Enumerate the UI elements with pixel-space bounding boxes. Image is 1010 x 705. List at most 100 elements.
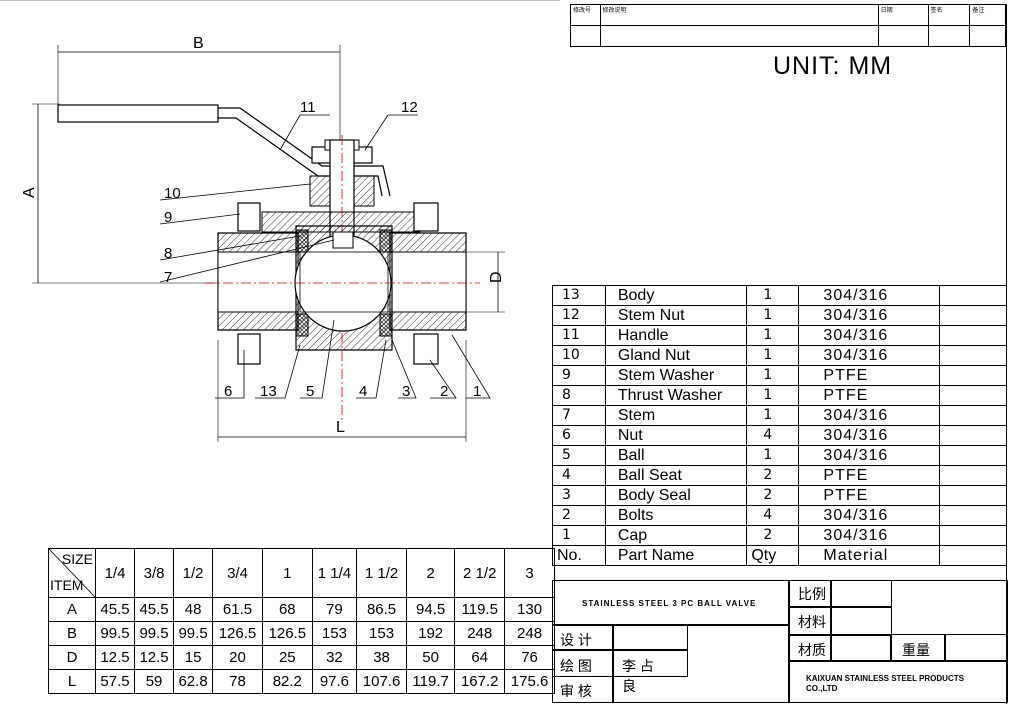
header-material: Material — [798, 545, 940, 566]
dim-a-label: A — [21, 187, 38, 198]
product-title: STAINLESS STEEL 3 PC BALL VALVE — [582, 599, 757, 608]
size-cell: 94.5 — [405, 597, 456, 622]
part-qty: 1 — [746, 325, 800, 346]
rev-col-number: 修改号 — [570, 4, 601, 26]
part-qty: 1 — [746, 365, 800, 386]
part-material: 304/316 — [798, 445, 940, 466]
part-number: 12 — [552, 305, 606, 326]
callout-7: 7 — [164, 269, 172, 286]
callout-10: 10 — [164, 185, 181, 202]
size-cell: 12.5 — [94, 645, 136, 670]
part-number: 3 — [552, 485, 606, 506]
part-number: 9 — [552, 365, 606, 386]
size-cell: 45.5 — [134, 597, 175, 622]
size-cell: 45.5 — [94, 597, 136, 622]
size-cell: 64 — [454, 645, 506, 670]
part-material: 304/316 — [798, 285, 940, 306]
corner-item-label: ITEM — [50, 577, 84, 593]
part-material: PTFE — [798, 365, 940, 386]
part-qty: 1 — [746, 305, 800, 326]
part-number: 10 — [552, 345, 606, 366]
part-number: 2 — [552, 505, 606, 526]
part-material: 304/316 — [798, 345, 940, 366]
drawn-label: 绘 图 — [560, 658, 592, 674]
callout-11: 11 — [300, 99, 316, 116]
unit-label: UNIT: MM — [773, 52, 893, 80]
revision-table: 修改号 修改说明 日期 签名 备注 — [570, 4, 1006, 47]
size-column-header: 1/4 — [94, 548, 136, 598]
title-block: STAINLESS STEEL 3 PC BALL VALVE 设 计 绘 图 … — [552, 580, 1008, 703]
size-cell: 57.5 — [94, 669, 136, 694]
callout-13: 13 — [260, 383, 277, 400]
size-column-header: 3 — [504, 548, 555, 598]
part-name: Stem Nut — [604, 305, 748, 326]
scale-label: 比例 — [798, 586, 826, 602]
size-cell: 99.5 — [134, 621, 175, 646]
size-cell: 97.6 — [311, 669, 358, 694]
part-material: PTFE — [798, 485, 940, 506]
parts-list-header: No. Part Name Qty Material — [552, 545, 1008, 566]
size-cell: 248 — [504, 621, 555, 646]
part-name: Stem — [604, 405, 748, 426]
part-number: 11 — [552, 325, 606, 346]
size-cell: 167.2 — [454, 669, 506, 694]
part-qty: 1 — [746, 345, 800, 366]
weight-label: 重量 — [902, 642, 930, 658]
part-material: 304/316 — [798, 425, 940, 446]
part-number: 5 — [552, 445, 606, 466]
part-number: 6 — [552, 425, 606, 446]
rev-col-signature: 签名 — [927, 4, 971, 26]
callout-2: 2 — [440, 383, 448, 400]
header-no: No. — [552, 545, 606, 566]
size-cell: 78 — [212, 669, 263, 694]
part-name: Ball — [604, 445, 748, 466]
part-material: 304/316 — [798, 525, 940, 546]
part-name: Nut — [604, 425, 748, 446]
part-qty: 1 — [746, 405, 800, 426]
size-cell: 79 — [311, 597, 358, 622]
callout-12: 12 — [401, 99, 418, 116]
size-cell: 38 — [356, 645, 407, 670]
part-qty: 1 — [746, 285, 800, 306]
handle-grip — [57, 104, 219, 123]
size-cell: 61.5 — [212, 597, 263, 622]
part-name: Thrust Washer — [604, 385, 748, 406]
size-cell: 68 — [261, 597, 313, 622]
part-name: Bolts — [604, 505, 748, 526]
size-cell: 153 — [356, 621, 407, 646]
part-material: 304/316 — [798, 305, 940, 326]
drawer-name: 李 占 — [622, 658, 654, 674]
size-column-header: 3/4 — [212, 548, 263, 598]
corner-size-label: SIZE — [61, 551, 93, 567]
size-cell: 126.5 — [261, 621, 313, 646]
valve-drawing: B A — [0, 0, 560, 442]
rev-col-description: 修改说明 — [599, 4, 879, 26]
callout-1: 1 — [473, 383, 481, 400]
callout-4: 4 — [359, 383, 367, 400]
rev-col-remark: 备注 — [969, 4, 1006, 26]
size-cell: 153 — [311, 621, 358, 646]
part-material: PTFE — [798, 465, 940, 486]
size-column-header: 1 — [261, 548, 313, 598]
part-number: 7 — [552, 405, 606, 426]
part-name: Cap — [604, 525, 748, 546]
part-number: 8 — [552, 385, 606, 406]
size-column-header: 2 1/2 — [454, 548, 506, 598]
part-number: 4 — [552, 465, 606, 486]
size-cell: 20 — [212, 645, 263, 670]
size-cell: 86.5 — [356, 597, 407, 622]
size-row-item: D — [48, 645, 96, 670]
size-column-header: 1 1/2 — [356, 548, 407, 598]
size-cell: 175.6 — [504, 669, 555, 694]
company-line-1: KAIXUAN STAINLESS STEEL PRODUCTS — [806, 674, 964, 683]
size-cell: 62.8 — [173, 669, 214, 694]
